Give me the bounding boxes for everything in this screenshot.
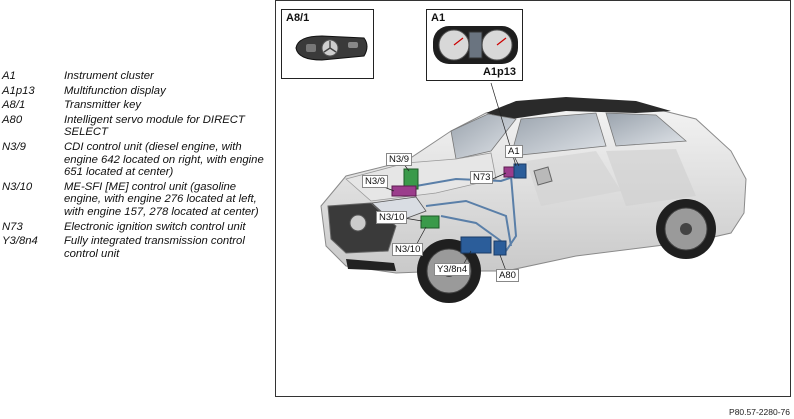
cluster-icon	[433, 26, 518, 64]
ecu-n3-10	[420, 215, 440, 229]
callout-n3-10-b: N3/10	[392, 243, 424, 256]
inset-transmitter-key: A8/1	[281, 9, 374, 79]
figure-frame: A8/1 A1 A1p13 N3/9 N3/9 A1 N73 N3/10 N3/…	[275, 0, 791, 397]
legend-row: N73 Electronic ignition switch control u…	[2, 221, 264, 234]
key-icon	[295, 35, 368, 61]
car-windshield	[450, 113, 517, 160]
callout-n3-10-a: N3/10	[376, 211, 408, 224]
legend-row: A1 Instrument cluster	[2, 70, 264, 83]
legend-row: N3/10 ME-SFI [ME] control unit (gasoline…	[2, 181, 264, 219]
legend-desc: Multifunction display	[64, 84, 166, 97]
legend-desc: Transmitter key	[64, 99, 141, 112]
legend-desc: Intelligent servo module for DIRECT SELE…	[64, 113, 245, 139]
callout-a80: A80	[496, 269, 519, 282]
car-window	[605, 112, 687, 147]
inset-cluster-label: A1	[431, 12, 446, 24]
legend-row: A80 Intelligent servo module for DIRECT …	[2, 114, 264, 139]
legend-row: A1p13 Multifunction display	[2, 85, 264, 98]
legend-code: A1	[2, 70, 16, 82]
legend-desc: CDI control unit (diesel engine, with en…	[64, 140, 264, 179]
legend-code: N73	[2, 220, 23, 233]
legend-code: N3/10	[2, 180, 33, 193]
legend-code: Y3/8n4	[2, 235, 38, 248]
figure-id: P80.57-2280-76	[729, 407, 790, 417]
callout-y3-8n4: Y3/8n4	[434, 263, 471, 276]
legend-code: A8/1	[2, 99, 26, 112]
side-mirror	[533, 166, 553, 186]
legend-code: N3/9	[2, 140, 26, 153]
ecu-a1	[513, 163, 527, 179]
car-window	[510, 112, 607, 157]
inset-instrument-cluster: A1 A1p13	[426, 9, 523, 81]
callout-n3-9-top: N3/9	[386, 153, 413, 166]
legend-code: A80	[2, 113, 23, 126]
legend-desc: ME-SFI [ME] control unit (gasoline engin…	[64, 180, 259, 218]
callout-a1: A1	[505, 145, 523, 158]
legend-desc: Instrument cluster	[64, 70, 154, 82]
legend-row: N3/9 CDI control unit (diesel engine, wi…	[2, 141, 264, 179]
callout-n3-9-left: N3/9	[362, 175, 389, 188]
ecu-y3-8n4	[460, 236, 492, 254]
inset-key-label: A8/1	[286, 12, 310, 24]
mercedes-star-emblem	[349, 214, 367, 232]
car-hood	[345, 152, 497, 202]
legend-code: A1p13	[2, 84, 35, 97]
legend-desc: Fully integrated transmission control co…	[64, 235, 245, 260]
callout-n73: N73	[470, 171, 494, 184]
legend: A1 Instrument cluster A1p13 Multifunctio…	[2, 70, 264, 262]
legend-row: A8/1 Transmitter key	[2, 99, 264, 112]
legend-desc: Electronic ignition switch control unit	[64, 220, 246, 233]
ecu-n3-9-alt	[391, 185, 417, 197]
legend-row: Y3/8n4 Fully integrated transmission con…	[2, 235, 264, 260]
car-roof	[486, 97, 671, 119]
ecu-a80	[493, 240, 507, 256]
inset-cluster-sub: A1p13	[482, 66, 516, 78]
